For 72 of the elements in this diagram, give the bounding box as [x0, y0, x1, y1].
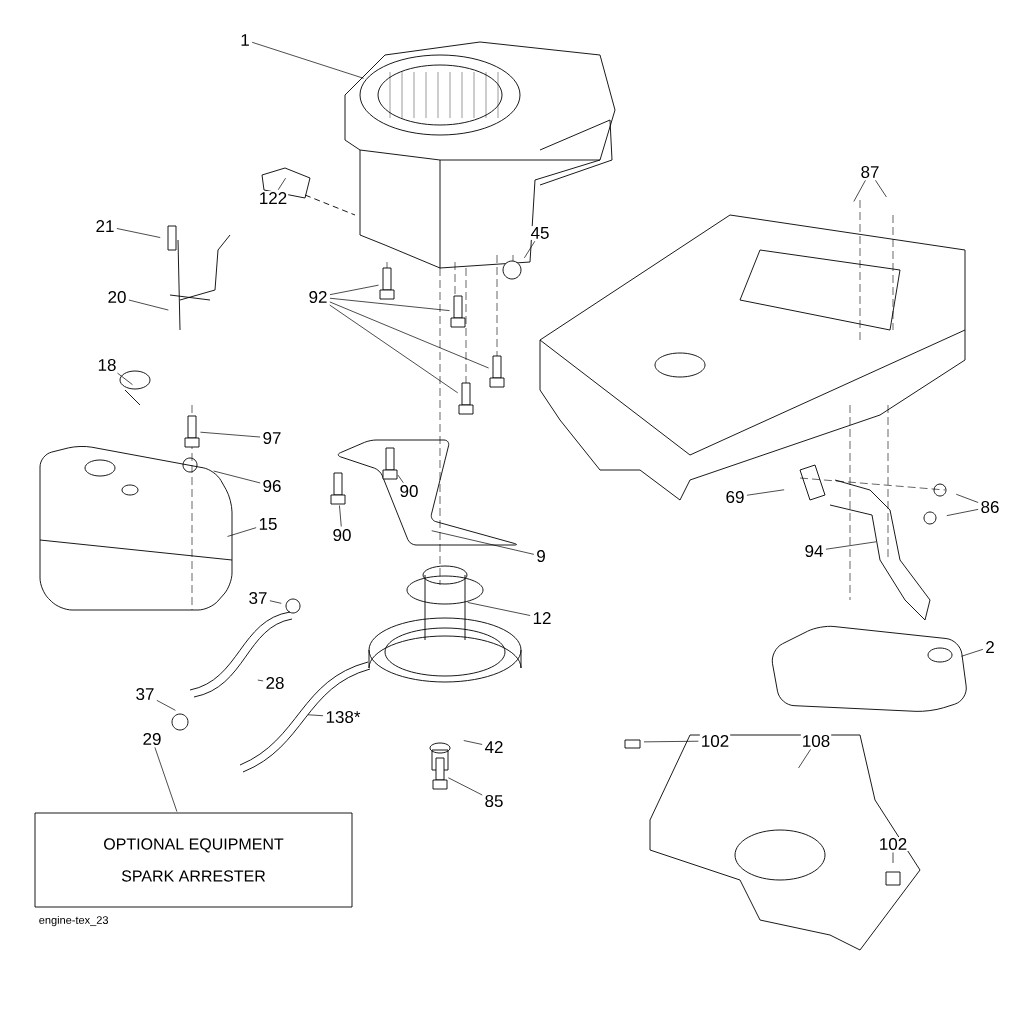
callout-number: 29	[141, 732, 163, 747]
leader-line	[200, 431, 261, 438]
bolt	[379, 267, 395, 300]
leader-line	[257, 679, 264, 682]
callout-number: 21	[94, 219, 116, 233]
bolt	[489, 355, 505, 388]
leader-line	[524, 240, 536, 259]
leader-line	[339, 505, 342, 527]
leader-line	[227, 527, 257, 537]
leader-line	[961, 648, 984, 657]
callout-number: 2	[984, 640, 996, 654]
callout-number: 37	[247, 591, 269, 606]
callout-number: 9	[535, 549, 547, 563]
callout-number: 85	[483, 794, 505, 809]
callout-number: 20	[106, 290, 128, 304]
callout-number: 102	[699, 734, 731, 749]
leader-line	[853, 180, 866, 202]
bolt	[184, 415, 200, 448]
leader-line	[329, 304, 459, 394]
callout-number: 87	[859, 165, 881, 179]
leader-line	[643, 740, 699, 743]
leader-line	[277, 177, 286, 191]
bolt	[458, 382, 474, 415]
callout-number: 92	[307, 290, 329, 304]
callout-number: 1	[239, 33, 251, 47]
callout-number: 108	[800, 734, 832, 749]
callout-number: 96	[261, 479, 283, 494]
leader-line	[128, 299, 169, 311]
leader-line	[746, 489, 785, 496]
note-box: OPTIONAL EQUIPMENT SPARK ARRESTER	[34, 812, 353, 908]
callout-number: 45	[529, 226, 551, 240]
leader-line	[431, 530, 535, 555]
leader-line	[397, 474, 404, 484]
leader-line	[467, 602, 531, 616]
leader-line	[329, 297, 450, 311]
callout-number: 94	[803, 544, 825, 559]
bolt	[450, 295, 466, 328]
leader-line	[154, 747, 178, 812]
callout-number: 42	[483, 740, 505, 754]
leader-line	[825, 541, 877, 550]
callout-number: 122	[257, 191, 289, 205]
bolt	[382, 447, 398, 480]
leader-line	[448, 777, 483, 796]
callout-number: 90	[398, 484, 420, 498]
callout-number: 90	[331, 528, 353, 542]
callout-number: 28	[264, 676, 286, 691]
callout-number: 12	[531, 611, 553, 625]
callout-number: 15	[257, 517, 279, 531]
leader-line	[213, 470, 261, 484]
callout-number: 86	[979, 500, 1001, 515]
leader-line	[329, 301, 489, 369]
callout-number: 138*	[324, 710, 362, 725]
leader-line	[329, 284, 379, 296]
leader-line	[946, 509, 979, 516]
leader-line	[269, 600, 282, 604]
leader-line	[117, 372, 133, 386]
leader-line	[892, 852, 894, 864]
callout-number: 102	[877, 837, 909, 852]
leader-line	[463, 740, 483, 745]
bolt	[330, 472, 346, 505]
leader-line	[156, 700, 176, 711]
callout-number: 37	[134, 687, 156, 702]
leader-line	[798, 748, 811, 769]
leader-line	[955, 493, 979, 503]
callout-number: 18	[96, 358, 118, 372]
callout-number: 69	[724, 490, 746, 504]
leader-line	[307, 714, 324, 717]
leader-line	[251, 41, 364, 79]
bolt	[432, 757, 448, 790]
leader-line	[116, 228, 161, 238]
callout-number: 97	[261, 431, 283, 446]
leader-line	[875, 179, 887, 198]
